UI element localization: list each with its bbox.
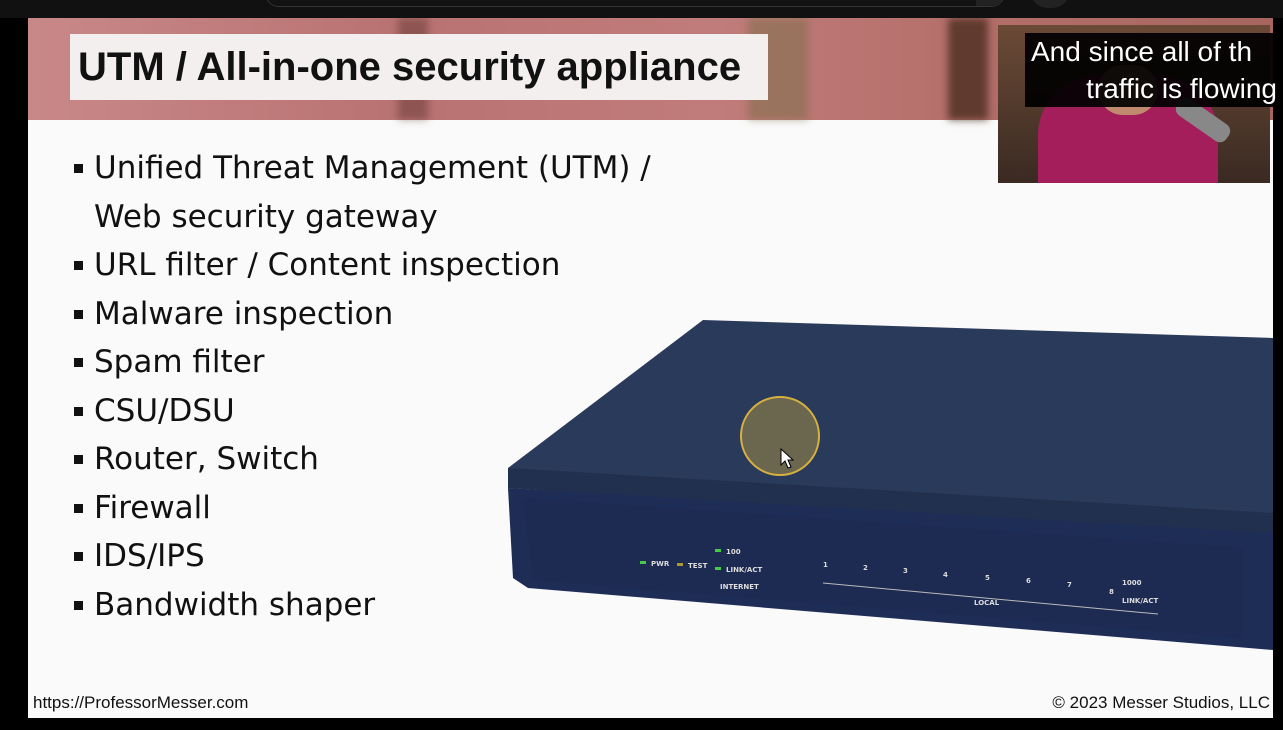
bullet-item: Router, Switch [72,435,651,484]
port-label: 2 [863,564,868,572]
player-top-bar [0,0,1283,18]
bullet-list: Unified Threat Management (UTM) / Web se… [72,144,651,629]
caption-line: traffic is flowing [1086,73,1277,104]
port-label: 4 [943,571,948,579]
utm-appliance-image: PWR TEST 100 LINK/ACT INTERNET 1 2 3 4 5… [508,320,1273,650]
port-label: 7 [1067,581,1072,589]
bullet-item: CSU/DSU [72,387,651,436]
copyright: © 2023 Messer Studios, LLC [1052,693,1270,712]
slide-title: UTM / All-in-one security appliance [78,44,742,89]
website-url: https://ProfessorMesser.com [33,693,249,712]
test-label: TEST [688,562,708,570]
port-label: 3 [903,567,908,575]
speed-100-label: 100 [726,548,741,556]
port-label: 8 [1109,588,1114,596]
bullet-item: Bandwidth shaper [72,581,651,630]
caption-line: And since all of th [1031,36,1253,67]
cursor-highlight [740,396,820,476]
link-act-label: LINK/ACT [1122,597,1158,605]
internet-label: INTERNET [720,583,759,591]
bullet-item: Spam filter [72,338,651,387]
search-box[interactable] [265,0,1005,7]
bullet-item: Malware inspection [72,290,651,339]
pwr-label: PWR [651,560,670,568]
closed-caption: And since all of th traffic is flowing [1025,33,1283,107]
voice-search-button[interactable] [1030,0,1070,8]
link-act-label: LINK/ACT [726,566,762,574]
local-label: LOCAL [974,599,1000,607]
bullet-item-continued: Web security gateway [94,198,438,235]
title-box: UTM / All-in-one security appliance [70,34,768,100]
port-label: 5 [985,574,990,582]
bullet-item: URL filter / Content inspection [72,241,651,290]
speed-1000-label: 1000 [1122,579,1142,587]
mouse-cursor-icon [780,448,795,469]
port-label: 1 [823,561,828,569]
port-label: 6 [1026,577,1031,585]
bullet-item: Unified Threat Management (UTM) / [72,144,651,193]
bullet-item: Firewall [72,484,651,533]
bullet-item: IDS/IPS [72,532,651,581]
search-button[interactable] [976,0,1004,6]
